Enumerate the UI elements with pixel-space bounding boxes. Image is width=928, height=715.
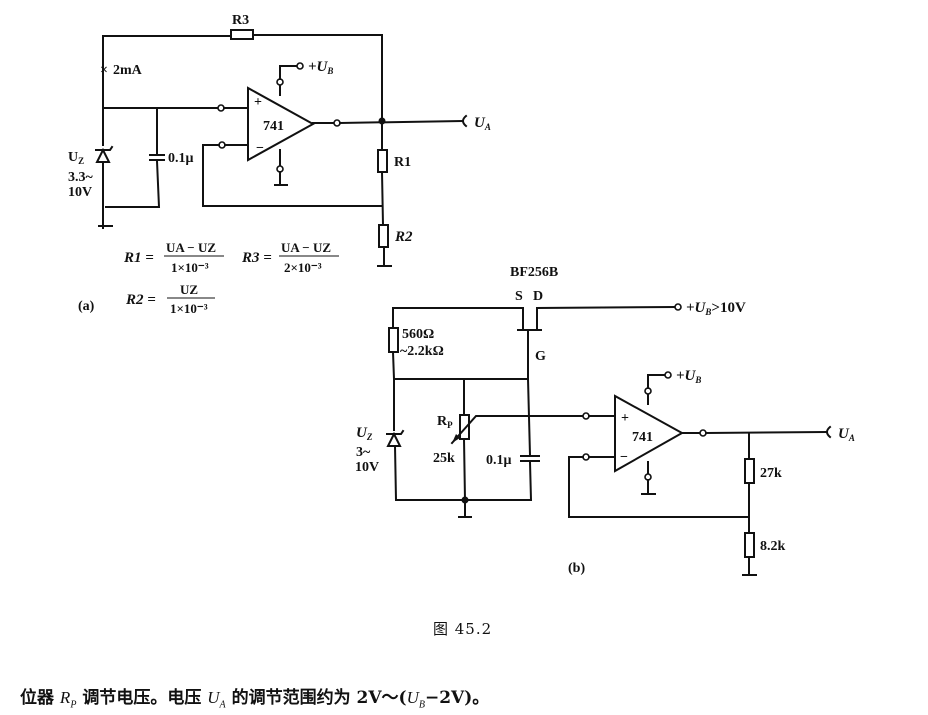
cap-label: 0.1μ: [486, 453, 512, 468]
opamp-741: [247, 86, 316, 162]
resistor-27k-label: 27k: [760, 466, 782, 481]
panel-a: R3 × 2mA UZ 3.3~ 10V 0.1μ +: [68, 13, 491, 316]
r1-numerator: UA − UZ: [166, 240, 216, 255]
rp-symbol: RP: [59, 688, 77, 711]
resistor-560: [388, 327, 399, 353]
supply-fet-label: +UB>10V: [686, 300, 746, 317]
wire: [462, 437, 467, 502]
supply-label: +UB: [308, 59, 333, 76]
panel-b: BF256B S D +UB>10V G 560Ω ~2.2kΩ UZ 3~ 1…: [355, 265, 855, 576]
resistor-27k: [744, 458, 755, 484]
wire: [704, 430, 828, 435]
current-arrow-icon: ×: [100, 63, 108, 78]
resistor-r3: [230, 29, 254, 40]
wire: [536, 305, 677, 330]
wire: [338, 119, 464, 125]
wire: [647, 374, 666, 389]
zener-diode-icon: [95, 145, 114, 229]
text-segment: 位器: [20, 688, 60, 708]
zener-diode-icon: [386, 429, 469, 501]
wire: [568, 456, 750, 518]
wire: [464, 460, 533, 501]
zener-range-1: 3.3~: [68, 170, 94, 185]
r3-numerator: UA − UZ: [281, 240, 331, 255]
potentiometer-rp: [459, 414, 470, 440]
cap-label: 0.1μ: [168, 151, 194, 166]
wire: [380, 170, 385, 227]
opamp-label: 741: [263, 119, 284, 134]
pot-label: RP: [437, 414, 453, 430]
output-label: UA: [838, 426, 855, 443]
text-segment: 调节电压。电压: [76, 688, 208, 708]
panel-a-label: (a): [78, 299, 95, 314]
resistor-560-label-2: ~2.2kΩ: [400, 344, 444, 359]
svg-text:R1 =: R1 =: [123, 250, 154, 266]
fet-gate-label: G: [535, 349, 546, 364]
text-segment: −2V)。: [424, 688, 490, 708]
zener-range-2: 10V: [68, 185, 92, 200]
text-segment: 的调节范围约为 2V～(: [225, 688, 407, 708]
resistor-8k2-label: 8.2k: [760, 539, 786, 554]
wire: [526, 377, 532, 457]
formula-r2: R2 = UZ 1×10⁻³: [125, 282, 215, 316]
resistor-r2: [378, 224, 389, 248]
supply-terminal: [296, 62, 304, 70]
zener-label: UZ: [356, 425, 373, 442]
ub-symbol: UB: [406, 688, 425, 711]
wire: [105, 159, 161, 208]
r3-label: R3: [232, 13, 249, 28]
zener-range-2: 10V: [355, 460, 379, 475]
resistor-8k2: [744, 532, 755, 558]
fet-drain-label: D: [533, 289, 543, 304]
output-terminal-icon: [826, 425, 832, 439]
opamp-741: [614, 394, 685, 473]
zener-range-1: 3~: [356, 445, 371, 460]
opamp-label: 741: [632, 430, 653, 445]
supply-terminal: [664, 371, 672, 379]
supply-label: +UB: [676, 368, 701, 385]
svg-text:R3 =: R3 =: [241, 250, 272, 266]
minus-sign: −: [256, 141, 264, 156]
current-label: 2mA: [113, 63, 143, 78]
wire: [279, 65, 299, 80]
r3-denominator: 2×10⁻³: [284, 260, 322, 275]
r1-denominator: 1×10⁻³: [171, 260, 209, 275]
panel-b-label: (b): [568, 561, 585, 576]
fet-label: BF256B: [510, 265, 558, 280]
wire: [252, 34, 383, 121]
ua-symbol: UA: [207, 688, 226, 711]
formula-r1: R1 = UA − UZ 1×10⁻³: [123, 240, 224, 275]
output-label: UA: [474, 115, 491, 132]
plus-sign: +: [621, 411, 629, 426]
figure-caption: 图 45.2: [433, 620, 493, 638]
pot-value-label: 25k: [433, 451, 455, 466]
wire: [202, 144, 383, 207]
capacitor-icon: [149, 154, 165, 161]
capacitor-icon: [520, 455, 540, 462]
minus-sign: −: [620, 450, 628, 465]
wire: [392, 307, 524, 330]
output-terminal-icon: [462, 114, 468, 128]
r2-label: R2: [394, 229, 413, 245]
formula-r3: R3 = UA − UZ 2×10⁻³: [241, 240, 339, 275]
supply-fet-terminal: [674, 303, 682, 311]
pot-wiper: [450, 415, 594, 445]
r2-denominator: 1×10⁻³: [170, 301, 208, 316]
zener-label: UZ: [68, 150, 84, 166]
body-paragraph: 位器 RP 调节电压。电压 UA 的调节范围约为 2V～(UB−2V)。: [20, 683, 489, 710]
pot-arrow-icon: [452, 434, 460, 443]
svg-text:R2 =: R2 =: [125, 292, 156, 308]
plus-sign: +: [254, 95, 262, 110]
resistor-r1: [377, 149, 388, 173]
resistor-560-label-1: 560Ω: [402, 327, 434, 342]
fet-source-label: S: [515, 289, 523, 304]
r1-label: R1: [394, 155, 411, 170]
r2-numerator: UZ: [180, 282, 198, 297]
